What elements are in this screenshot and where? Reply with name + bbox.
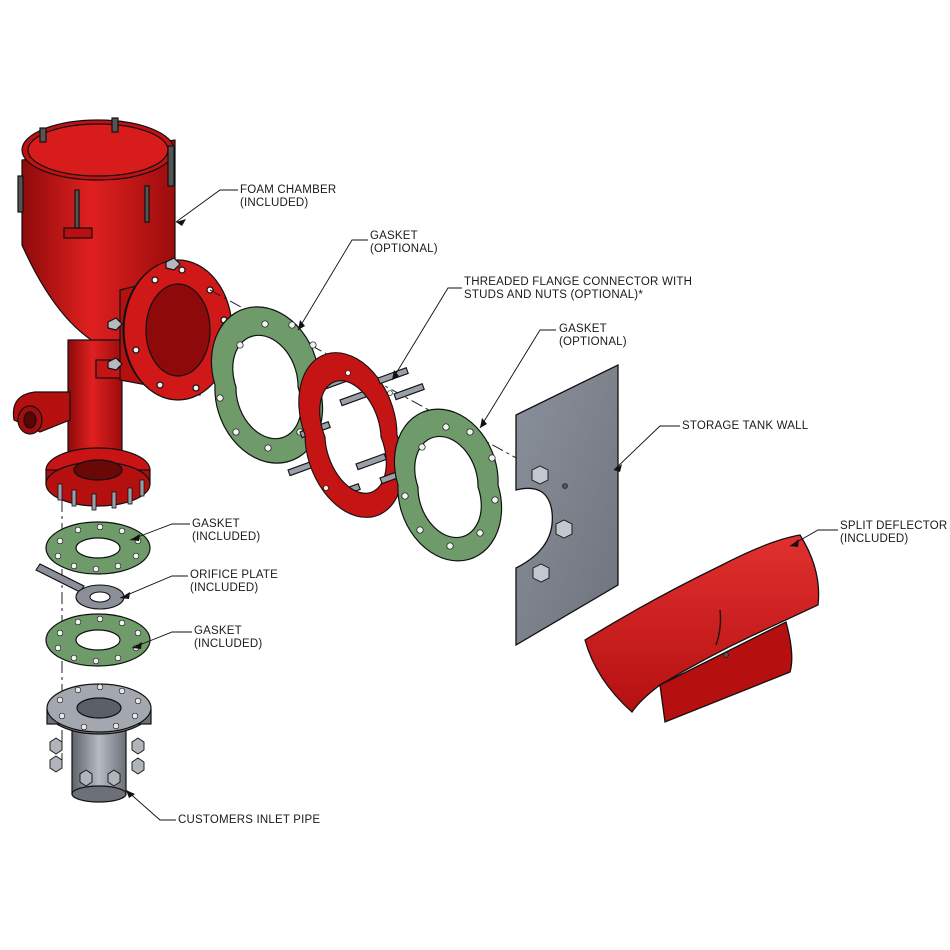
label-gasket-low-1: GASKET (INCLUDED) — [192, 518, 260, 544]
leader-orifice-plate — [119, 575, 188, 599]
label-foam-chamber-line1: FOAM CHAMBER — [240, 184, 337, 196]
leader-gasket-low-2 — [131, 631, 192, 649]
label-threaded-flange-line2: STUDS AND NUTS (OPTIONAL)* — [464, 289, 643, 301]
label-inlet-pipe: CUSTOMERS INLET PIPE — [178, 814, 320, 827]
label-gasket-top-2: GASKET (OPTIONAL) — [559, 323, 627, 349]
label-orifice-plate: ORIFICE PLATE (INCLUDED) — [190, 569, 278, 595]
label-gasket-low-1-line2: (INCLUDED) — [192, 531, 261, 543]
label-gasket-low-2: GASKET (INCLUDED) — [194, 625, 262, 651]
foam-chamber-outlet-flange — [107, 257, 233, 401]
leader-gasket-low-1 — [129, 523, 190, 541]
label-threaded-flange-line1: THREADED FLANGE CONNECTOR WITH — [464, 276, 693, 288]
leader-tank-wall — [613, 425, 680, 471]
label-threaded-flange: THREADED FLANGE CONNECTOR WITH STUDS AND… — [464, 276, 692, 302]
split-deflector — [584, 534, 820, 723]
customers-inlet-pipe — [46, 683, 152, 803]
label-split-deflector-line2: (INCLUDED) — [840, 533, 909, 545]
leader-threaded-flange — [391, 287, 462, 381]
label-tank-wall-line1: STORAGE TANK WALL — [682, 420, 809, 432]
label-gasket-low-2-line2: (INCLUDED) — [194, 638, 263, 650]
leader-split-deflector — [789, 529, 838, 547]
label-gasket-low-1-line1: GASKET — [192, 518, 240, 530]
label-gasket-top-1: GASKET (OPTIONAL) — [370, 230, 438, 256]
label-gasket-top-2-line1: GASKET — [559, 323, 607, 335]
label-split-deflector: SPLIT DEFLECTOR (INCLUDED) — [840, 520, 947, 546]
threaded-flange-connector — [287, 352, 429, 518]
label-orifice-plate-line2: (INCLUDED) — [190, 582, 259, 594]
leader-inlet-pipe — [125, 789, 176, 821]
label-split-deflector-line1: SPLIT DEFLECTOR — [840, 520, 948, 532]
label-gasket-top-2-line2: (OPTIONAL) — [559, 336, 627, 348]
label-gasket-low-2-line1: GASKET — [194, 625, 242, 637]
label-foam-chamber: FOAM CHAMBER (INCLUDED) — [240, 184, 336, 210]
leader-gasket-top-1 — [297, 239, 368, 331]
orifice-plate — [35, 563, 125, 610]
leader-foam-chamber — [175, 189, 238, 223]
label-inlet-pipe-line1: CUSTOMERS INLET PIPE — [178, 814, 321, 826]
gasket-included-2 — [45, 613, 151, 667]
leader-lines — [119, 189, 838, 821]
leader-gasket-top-2 — [479, 329, 556, 429]
gasket-optional-2 — [393, 408, 503, 562]
label-tank-wall: STORAGE TANK WALL — [682, 420, 808, 433]
storage-tank-wall — [515, 363, 619, 647]
label-gasket-top-1-line1: GASKET — [370, 230, 418, 242]
label-gasket-top-1-line2: (OPTIONAL) — [370, 243, 438, 255]
label-orifice-plate-line1: ORIFICE PLATE — [190, 569, 279, 581]
label-foam-chamber-line2: (INCLUDED) — [240, 197, 309, 209]
leader-arrowheads — [120, 219, 799, 798]
gasket-included-1 — [45, 521, 151, 575]
